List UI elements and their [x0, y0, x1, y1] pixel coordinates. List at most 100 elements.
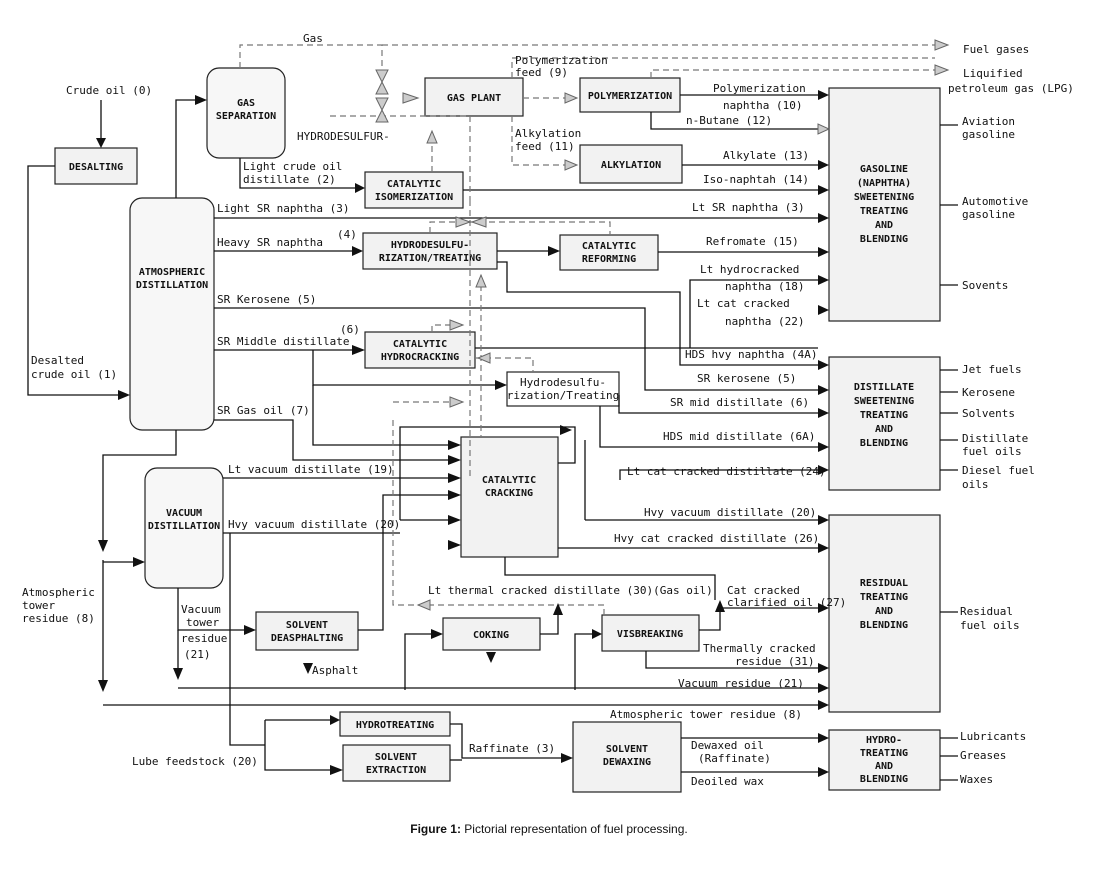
svg-text:SEPARATION: SEPARATION — [216, 111, 276, 122]
svg-text:BLENDING: BLENDING — [860, 774, 908, 785]
figure-caption-label: Figure 1: — [410, 822, 461, 836]
svg-text:Lt vacuum distillate (19): Lt vacuum distillate (19) — [228, 463, 394, 476]
svg-text:Distillate: Distillate — [962, 432, 1028, 445]
unit-catalytic-cracking: CATALYTIC CRACKING — [460, 436, 559, 558]
unit-hydrodesulfurization-treating-2: Hydrodesulfu- rization/Treating — [506, 371, 620, 407]
svg-text:Heavy SR naphtha: Heavy SR naphtha — [217, 236, 323, 249]
unit-desalting: DESALTING — [54, 147, 138, 185]
svg-text:AND: AND — [875, 424, 893, 435]
product-labels: Fuel gases Liquified petroleum gas (LPG)… — [948, 43, 1074, 786]
svg-text:ISOMERIZATION: ISOMERIZATION — [375, 192, 453, 203]
svg-text:RIZATION/TREATING: RIZATION/TREATING — [379, 253, 481, 264]
svg-text:SR kerosene (5): SR kerosene (5) — [697, 372, 796, 385]
product-fuel-gases: Fuel gases — [963, 43, 1029, 56]
svg-text:Diesel fuel: Diesel fuel — [962, 464, 1035, 477]
svg-text:CATALYTIC: CATALYTIC — [393, 339, 447, 350]
svg-text:rization/Treating: rization/Treating — [507, 389, 620, 402]
svg-text:naphtha (18): naphtha (18) — [725, 280, 804, 293]
svg-text:DISTILLATION: DISTILLATION — [148, 521, 220, 532]
svg-text:VISBREAKING: VISBREAKING — [617, 629, 683, 640]
svg-text:Thermally cracked: Thermally cracked — [703, 642, 816, 655]
svg-text:Atmospheric: Atmospheric — [22, 586, 95, 599]
arrow-heads — [96, 39, 950, 777]
svg-text:REFORMING: REFORMING — [582, 254, 636, 265]
svg-text:DISTILLATION: DISTILLATION — [136, 280, 208, 291]
svg-text:naphtha (22): naphtha (22) — [725, 315, 804, 328]
svg-text:Lubricants: Lubricants — [960, 730, 1026, 743]
svg-text:SOLVENT: SOLVENT — [375, 752, 417, 763]
svg-text:POLYMERIZATION: POLYMERIZATION — [588, 91, 672, 102]
svg-text:Jet fuels: Jet fuels — [962, 363, 1022, 376]
svg-text:naphtha (10): naphtha (10) — [723, 99, 802, 112]
svg-text:Lt hydrocracked: Lt hydrocracked — [700, 263, 799, 276]
unit-visbreaking: VISBREAKING — [601, 614, 700, 652]
dashed-gas-lines — [239, 44, 935, 615]
figure-caption: Figure 1: Pictorial representation of fu… — [0, 822, 1098, 836]
svg-text:HYDROTREATING: HYDROTREATING — [356, 720, 434, 731]
svg-text:VACUUM: VACUUM — [166, 508, 202, 519]
svg-text:Cat cracked: Cat cracked — [727, 584, 800, 597]
svg-text:DISTILLATE: DISTILLATE — [854, 382, 914, 393]
figure-caption-text: Pictorial representation of fuel process… — [460, 822, 688, 836]
unit-lube-blending: HYDRO- TREATING AND BLENDING — [828, 729, 941, 791]
svg-text:Hvy vacuum distillate (20): Hvy vacuum distillate (20) — [228, 518, 400, 531]
svg-text:petroleum gas (LPG): petroleum gas (LPG) — [948, 82, 1074, 95]
unit-catalytic-reforming: CATALYTIC REFORMING — [559, 234, 659, 271]
svg-text:Greases: Greases — [960, 749, 1006, 762]
svg-text:Hvy cat cracked distillate (26: Hvy cat cracked distillate (26) — [614, 532, 819, 545]
svg-text:AND: AND — [875, 761, 893, 772]
unit-polymerization: POLYMERIZATION — [579, 77, 681, 113]
svg-text:Dewaxed oil: Dewaxed oil — [691, 739, 764, 752]
svg-text:n-Butane (12): n-Butane (12) — [686, 114, 772, 127]
svg-text:COKING: COKING — [473, 630, 509, 641]
svg-text:(6): (6) — [340, 323, 360, 336]
unit-coking: COKING — [442, 617, 541, 651]
fuel-processing-flow-diagram: DESALTING GAS SEPARATION ATMOSPHERIC DIS… — [22, 32, 1074, 793]
svg-text:(Raffinate): (Raffinate) — [698, 752, 771, 765]
svg-text:TREATING: TREATING — [860, 592, 908, 603]
svg-text:Light SR naphtha (3): Light SR naphtha (3) — [217, 202, 349, 215]
svg-text:RESIDUAL: RESIDUAL — [860, 578, 908, 589]
svg-text:Raffinate (3): Raffinate (3) — [469, 742, 555, 755]
svg-text:SR Gas oil (7): SR Gas oil (7) — [217, 404, 310, 417]
svg-text:BLENDING: BLENDING — [860, 234, 908, 245]
svg-text:Liquified: Liquified — [963, 67, 1023, 80]
svg-text:Waxes: Waxes — [960, 773, 993, 786]
svg-text:Hvy vacuum distillate (20): Hvy vacuum distillate (20) — [644, 506, 816, 519]
svg-text:Solvents: Solvents — [962, 407, 1015, 420]
svg-text:oils: oils — [962, 478, 989, 491]
svg-text:residue (8): residue (8) — [22, 612, 95, 625]
svg-text:Asphalt: Asphalt — [312, 664, 358, 677]
svg-text:AND: AND — [875, 606, 893, 617]
unit-atmospheric-distillation: ATMOSPHERIC DISTILLATION — [129, 197, 215, 431]
svg-text:Lube feedstock (20): Lube feedstock (20) — [132, 755, 258, 768]
stream-gas: Gas — [303, 32, 323, 45]
svg-text:CATALYTIC: CATALYTIC — [582, 241, 636, 252]
svg-text:residue (31): residue (31) — [735, 655, 814, 668]
svg-text:CATALYTIC: CATALYTIC — [482, 475, 536, 486]
svg-text:Deoiled wax: Deoiled wax — [691, 775, 764, 788]
svg-text:(NAPHTHA): (NAPHTHA) — [857, 178, 911, 189]
svg-text:feed (9): feed (9) — [515, 66, 568, 79]
svg-text:fuel oils: fuel oils — [962, 445, 1022, 458]
svg-text:SWEETENING: SWEETENING — [854, 396, 914, 407]
svg-text:distillate (2): distillate (2) — [243, 173, 336, 186]
svg-text:HDS mid distillate (6A): HDS mid distillate (6A) — [663, 430, 815, 443]
svg-text:clarified oil (27): clarified oil (27) — [727, 596, 846, 609]
svg-text:HDS hvy naphtha (4A): HDS hvy naphtha (4A) — [685, 348, 817, 361]
svg-text:Vacuum residue (21): Vacuum residue (21) — [678, 677, 804, 690]
svg-text:Lt cat cracked: Lt cat cracked — [697, 297, 790, 310]
svg-text:ALKYLATION: ALKYLATION — [601, 160, 661, 171]
svg-text:SR mid distillate (6): SR mid distillate (6) — [670, 396, 809, 409]
unit-desalting-label: DESALTING — [69, 162, 123, 173]
unit-distillate-blending: DISTILLATE SWEETENING TREATING AND BLEND… — [828, 356, 941, 491]
svg-text:tower: tower — [22, 599, 55, 612]
unit-gas-plant: GAS PLANT — [424, 77, 524, 117]
svg-text:DEWAXING: DEWAXING — [603, 757, 651, 768]
svg-text:Refromate (15): Refromate (15) — [706, 235, 799, 248]
svg-text:Vacuum: Vacuum — [181, 603, 221, 616]
svg-text:Kerosene: Kerosene — [962, 386, 1015, 399]
unit-residual-blending: RESIDUAL TREATING AND BLENDING — [828, 514, 941, 713]
svg-text:GAS PLANT: GAS PLANT — [447, 93, 501, 104]
unit-catalytic-hydrocracking: CATALYTIC HYDROCRACKING — [364, 331, 476, 369]
